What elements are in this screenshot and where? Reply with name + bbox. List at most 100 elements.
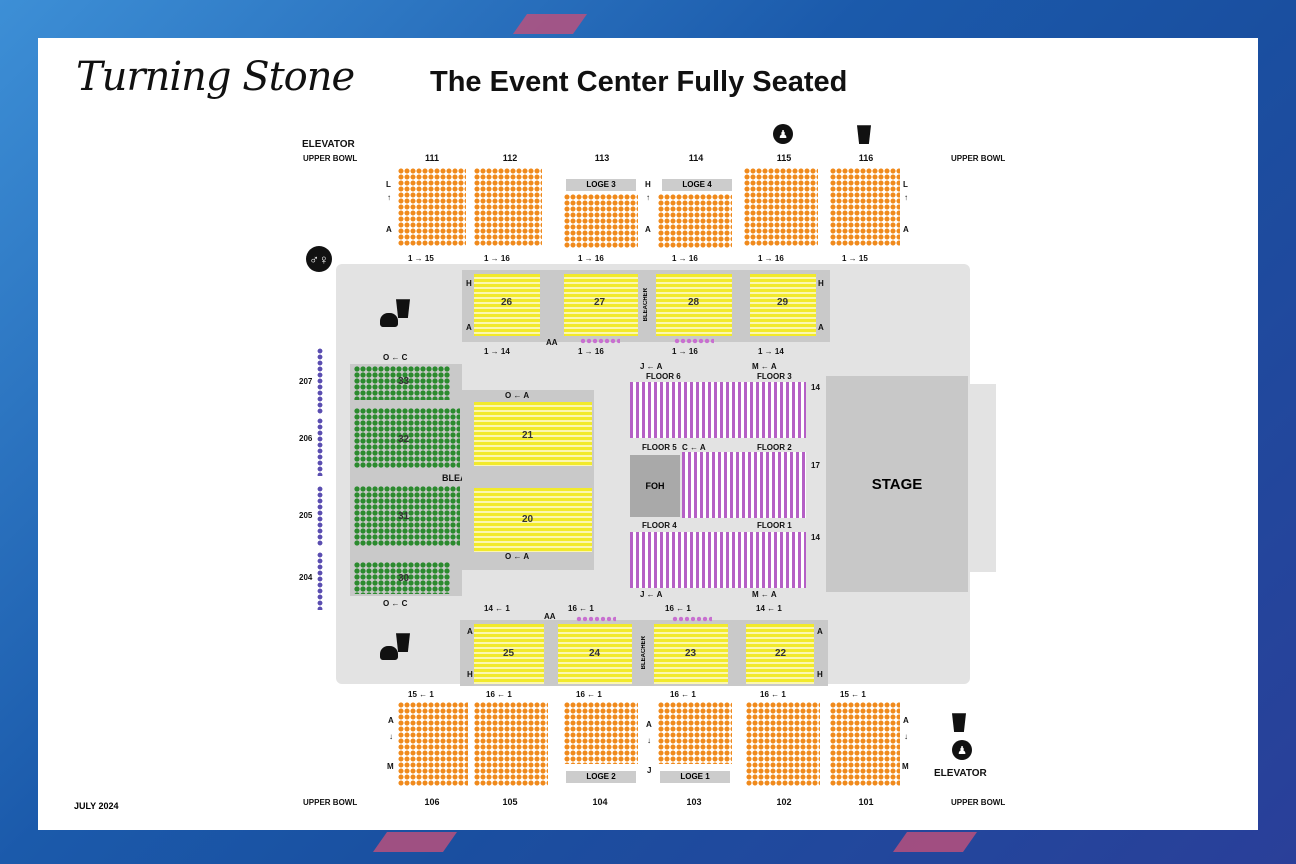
seating-section-103[interactable]	[658, 702, 732, 764]
seating-section-33[interactable]	[354, 366, 450, 400]
row-arrow: C ← A	[682, 443, 706, 452]
seating-section-31[interactable]	[354, 486, 460, 546]
seating-section-24[interactable]	[558, 624, 632, 684]
section-number: 21	[522, 430, 534, 441]
elevator-label-top: ELEVATOR	[302, 139, 355, 150]
floor-label: FLOOR 1	[757, 521, 792, 530]
accessible-seats[interactable]	[672, 616, 712, 622]
seating-section-112[interactable]	[474, 168, 542, 246]
row-arrow: M ← A	[752, 590, 777, 599]
floor-section-4-1[interactable]	[630, 532, 806, 588]
seating-section-22[interactable]	[746, 624, 814, 684]
stage-extension	[968, 384, 996, 572]
aa-label: AA	[544, 612, 556, 621]
floor-label: FLOOR 4	[642, 521, 677, 530]
row-arrow: 1 → 15	[408, 254, 434, 263]
row-letter: A	[818, 323, 824, 332]
seating-section-101[interactable]	[830, 702, 900, 786]
section-number: 32	[398, 434, 410, 445]
accessible-seats[interactable]	[580, 338, 620, 344]
decorative-stripe	[892, 832, 978, 852]
row-letter: M	[387, 762, 394, 771]
row-arrow: 1 → 16	[578, 347, 604, 356]
row-arrow: O ← C	[383, 599, 408, 608]
seating-section-20[interactable]	[474, 488, 592, 552]
row-letter: A	[645, 225, 651, 234]
bleacher-label: BLEACHER	[641, 636, 647, 670]
arrow-up-icon: ↑	[904, 193, 908, 202]
seating-section-30[interactable]	[354, 562, 450, 594]
section-number: 23	[685, 648, 697, 659]
accessible-seats[interactable]	[674, 338, 714, 344]
decorative-stripe	[372, 832, 458, 852]
row-arrow: O ← C	[383, 353, 408, 362]
row-letter: H	[817, 670, 823, 679]
floor-section-2-1[interactable]	[682, 452, 806, 518]
seating-section-205[interactable]	[317, 486, 323, 546]
seating-section-28[interactable]	[656, 274, 732, 336]
row-arrow: 16 ← 1	[576, 690, 602, 699]
seating-section-207[interactable]	[317, 348, 323, 414]
seating-section-21[interactable]	[474, 402, 592, 466]
seating-section-102[interactable]	[746, 702, 820, 786]
seating-section-32[interactable]	[354, 408, 460, 468]
bleacher-left-base	[350, 364, 462, 596]
row-arrow: 1 → 16	[578, 254, 604, 263]
seating-section-105[interactable]	[474, 702, 548, 786]
section-number: 31	[398, 511, 410, 522]
arrow-down-icon: ↓	[647, 736, 651, 745]
arrow-down-icon: ↓	[904, 732, 908, 741]
row-arrow: 1 → 15	[842, 254, 868, 263]
row-letter: H	[818, 279, 824, 288]
restroom-icon: ♟	[773, 124, 793, 144]
row-arrow: 16 ← 1	[568, 604, 594, 613]
seating-section-104[interactable]	[564, 702, 638, 764]
row-arrow: 1 → 14	[484, 347, 510, 356]
row-arrow: 16 ← 1	[760, 690, 786, 699]
arrow-down-icon: ↓	[389, 732, 393, 741]
drink-cup-icon	[857, 125, 871, 144]
section-number: 30	[398, 573, 410, 584]
seating-section-29[interactable]	[750, 274, 816, 336]
section-number: 204	[299, 573, 313, 582]
section-number: 24	[589, 648, 601, 659]
row-arrow: 16 ← 1	[670, 690, 696, 699]
section-number: 113	[594, 153, 610, 163]
seating-section-115[interactable]	[744, 168, 818, 246]
seating-section-114[interactable]	[658, 194, 732, 248]
arrow-up-icon: ↑	[646, 193, 650, 202]
seating-section-111[interactable]	[398, 168, 466, 246]
row-arrow: M ← A	[752, 362, 777, 371]
seating-section-27[interactable]	[564, 274, 638, 336]
section-number: 26	[501, 297, 513, 308]
section-number: 116	[858, 153, 874, 163]
section-number: 101	[858, 797, 874, 807]
row-arrow: O ← A	[505, 391, 530, 400]
seating-section-106[interactable]	[398, 702, 468, 786]
row-letter: J	[647, 766, 652, 775]
seating-section-113[interactable]	[564, 194, 638, 248]
seating-section-26[interactable]	[474, 274, 540, 336]
section-number: 104	[592, 797, 608, 807]
seating-section-23[interactable]	[654, 624, 728, 684]
row-number: 14	[811, 383, 820, 392]
floor-section-6-3[interactable]	[630, 382, 806, 438]
row-letter: A	[903, 716, 909, 725]
row-arrow: 1 → 16	[484, 254, 510, 263]
row-arrow: 1 → 14	[758, 347, 784, 356]
seating-section-25[interactable]	[474, 624, 544, 684]
loge-3: LOGE 3	[566, 179, 636, 191]
section-number: 103	[686, 797, 702, 807]
accessible-seats[interactable]	[576, 616, 616, 622]
loge-2: LOGE 2	[566, 771, 636, 783]
row-letter: A	[817, 627, 823, 636]
section-number: 22	[775, 648, 787, 659]
floor-label: FLOOR 3	[757, 372, 792, 381]
section-number: 112	[502, 153, 518, 163]
seating-section-204[interactable]	[317, 552, 323, 610]
seating-section-116[interactable]	[830, 168, 900, 246]
row-arrow: J ← A	[640, 590, 663, 599]
floor-label: FLOOR 2	[757, 443, 792, 452]
seating-section-206[interactable]	[317, 418, 323, 476]
row-arrow: O ← A	[505, 552, 530, 561]
